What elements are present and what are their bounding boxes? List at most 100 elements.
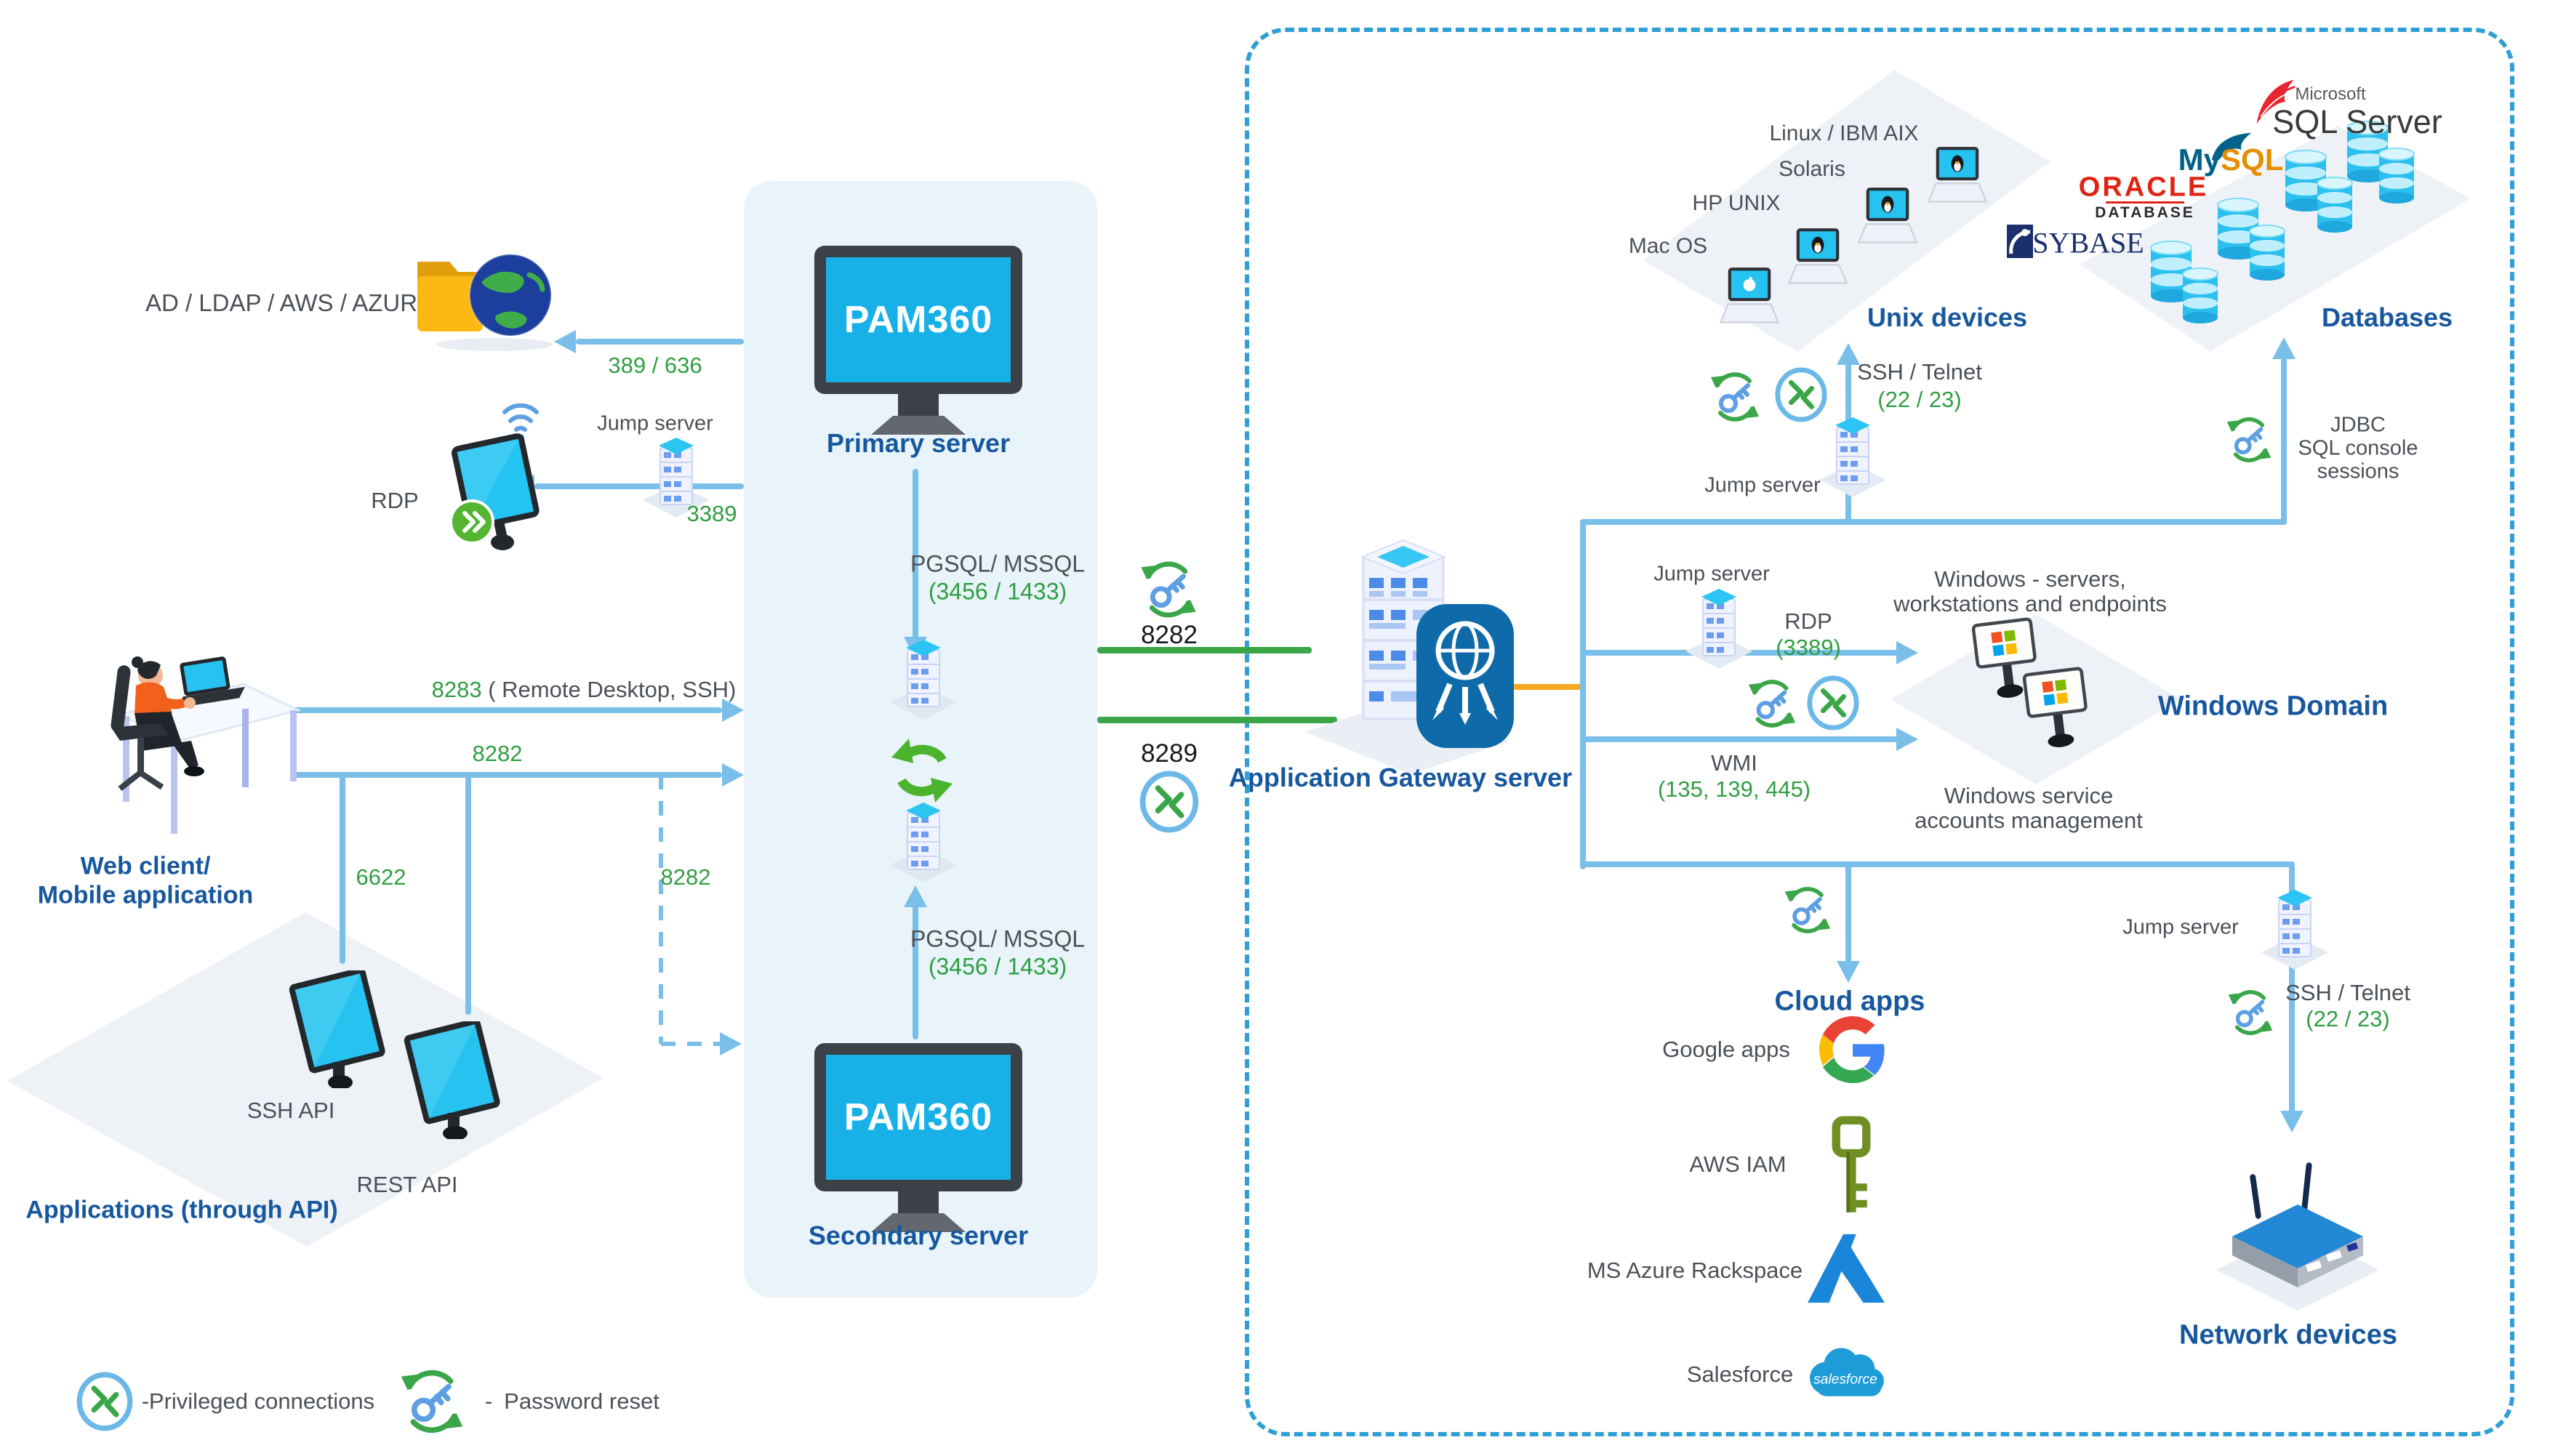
bus-line bbox=[1580, 519, 1586, 869]
directory-folder-globe-icon bbox=[417, 253, 553, 351]
orange-line-gateway bbox=[1507, 684, 1585, 690]
windows-monitor-icon bbox=[1971, 617, 2037, 698]
dashed-line-8282-h bbox=[661, 1042, 720, 1046]
microsoft-label: Microsoft bbox=[2295, 84, 2366, 104]
rdp-label: RDP bbox=[371, 488, 419, 513]
linux-aix-label: Linux / IBM AIX bbox=[1769, 121, 1919, 145]
primary-server-monitor: PAM360 bbox=[814, 246, 1022, 435]
hp-unix-label: HP UNIX bbox=[1692, 191, 1781, 215]
pgsql-bottom-port: (3456 / 1433) bbox=[928, 953, 1067, 980]
line-wmi-branch bbox=[1583, 736, 1899, 742]
line-cloud-down bbox=[1845, 864, 1851, 962]
port-6622-label: 6622 bbox=[356, 864, 406, 890]
line-network-down bbox=[2289, 864, 2295, 1119]
directory-label: AD / LDAP / AWS / AZURE bbox=[145, 289, 434, 316]
monitor-neck bbox=[898, 1191, 939, 1213]
arrow-unix bbox=[1837, 343, 1860, 365]
primary-server-label: Primary server bbox=[826, 428, 1011, 458]
line-8283 bbox=[291, 707, 722, 713]
monitor-neck bbox=[898, 394, 939, 416]
mac-laptop-icon bbox=[1719, 268, 1780, 323]
jump-server-windows-label: Jump server bbox=[1653, 562, 1770, 586]
linux-laptop-icon bbox=[1857, 188, 1918, 244]
solaris-label: Solaris bbox=[1779, 157, 1845, 181]
dashed-line-8282 bbox=[659, 775, 663, 1044]
db-cylinders-icon bbox=[2346, 121, 2415, 204]
pgsql-top-port: (3456 / 1433) bbox=[928, 578, 1067, 605]
oracle-underline bbox=[2106, 201, 2184, 204]
pgsql-top-label: PGSQL/ MSSQL bbox=[910, 550, 1086, 577]
arrow-secondary-db bbox=[904, 885, 927, 907]
arrow-databases bbox=[2272, 337, 2296, 359]
google-icon bbox=[1819, 1016, 1885, 1083]
aws-iam-label: AWS IAM bbox=[1689, 1151, 1787, 1177]
apps-platform bbox=[7, 912, 604, 1247]
privileged-connection-icon-8289 bbox=[1139, 771, 1199, 833]
network-ssh-telnet-label: SSH / Telnet bbox=[2285, 980, 2410, 1005]
windows-rdp-port-label: (3389) bbox=[1776, 635, 1841, 660]
line-8282 bbox=[291, 772, 722, 778]
privileged-connection-icon-windows bbox=[1807, 675, 1859, 731]
aws-iam-key-icon bbox=[1832, 1116, 1871, 1212]
port-8282-label: 8282 bbox=[472, 741, 523, 766]
mysql-dolphin-icon bbox=[2211, 132, 2252, 161]
azure-icon bbox=[1808, 1234, 1885, 1303]
db-cylinders-icon bbox=[2150, 241, 2218, 323]
replication-sync-icon bbox=[891, 739, 953, 803]
unix-devices-label: Unix devices bbox=[1867, 302, 2028, 332]
network-devices-label: Network devices bbox=[2179, 1319, 2397, 1351]
secondary-db-stack-icon bbox=[890, 803, 957, 882]
green-line-8282 bbox=[1097, 647, 1312, 653]
arrow-rdp-branch bbox=[1896, 641, 1918, 664]
arrow-wmi-branch bbox=[1896, 728, 1918, 751]
line-directory bbox=[576, 339, 744, 345]
pam360-screen: PAM360 bbox=[826, 257, 1011, 382]
primary-db-stack-icon bbox=[890, 640, 957, 720]
legend-dash-1: - bbox=[141, 1388, 150, 1414]
windows-service-label-2: accounts management bbox=[1915, 808, 2143, 833]
password-reset-icon-windows bbox=[1748, 680, 1796, 728]
pam360-logo-text: PAM360 bbox=[843, 1096, 993, 1138]
oracle-database-label: DATABASE bbox=[2095, 204, 2195, 221]
green-line-8289 bbox=[1097, 717, 1337, 723]
windows-service-label-1: Windows service bbox=[1944, 783, 2114, 808]
line-secondary-db bbox=[913, 906, 918, 1039]
oracle-label: ORACLE bbox=[2078, 172, 2209, 203]
sybase-mark-icon bbox=[2007, 225, 2033, 258]
salesforce-icon: salesforce bbox=[1809, 1348, 1884, 1396]
unix-ssh-port-label: (22 / 23) bbox=[1877, 387, 1962, 412]
monitor-base bbox=[871, 416, 966, 435]
application-gateway-icon bbox=[1305, 539, 1514, 774]
line-db-up bbox=[2281, 358, 2287, 525]
monitor-frame: PAM360 bbox=[814, 1043, 1022, 1191]
db-cylinders-icon bbox=[2285, 150, 2353, 233]
gateway-label: Application Gateway server bbox=[1228, 763, 1573, 792]
password-reset-icon-cloud bbox=[1784, 887, 1831, 933]
db-cylinders-icon bbox=[2217, 198, 2285, 281]
web-client-label-2: Mobile application bbox=[37, 881, 254, 909]
jump-server-unix-label: Jump server bbox=[1704, 473, 1821, 497]
jdbc-label-3: sessions bbox=[2317, 459, 2399, 483]
monitor-frame: PAM360 bbox=[814, 246, 1022, 394]
password-reset-icon-jdbc bbox=[2226, 417, 2272, 462]
windows-domain-label: Windows Domain bbox=[2157, 691, 2389, 722]
pgsql-bottom-label: PGSQL/ MSSQL bbox=[910, 925, 1086, 952]
ssh-api-icon bbox=[289, 970, 385, 1088]
linux-laptop-icon bbox=[1787, 228, 1848, 284]
secondary-server-label: Secondary server bbox=[808, 1220, 1029, 1250]
password-reset-icon-unix bbox=[1711, 372, 1759, 422]
jump-port-label: 3389 bbox=[686, 501, 737, 526]
jump-server-network-icon bbox=[2261, 890, 2328, 970]
azure-rackspace-label: MS Azure Rackspace bbox=[1587, 1258, 1803, 1283]
legend-password-reset-icon bbox=[401, 1369, 463, 1433]
wmi-label: WMI bbox=[1711, 750, 1757, 776]
arrow-directory bbox=[554, 330, 576, 353]
salesforce-label: Salesforce bbox=[1686, 1362, 1794, 1387]
rdp-session-icon bbox=[449, 433, 540, 550]
dashed-arrow-8282 bbox=[720, 1032, 742, 1055]
line-ssh-api bbox=[340, 775, 345, 964]
mysql-my-text: My bbox=[2178, 142, 2221, 177]
windows-monitor-icon bbox=[2022, 667, 2088, 747]
jump-server-network-label: Jump server bbox=[2122, 915, 2239, 939]
port-8283-protocols: ( Remote Desktop, SSH) bbox=[481, 677, 737, 702]
